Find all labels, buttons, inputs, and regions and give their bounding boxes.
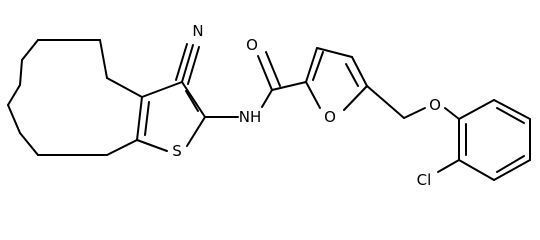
nitrile-group: [175, 43, 200, 85]
furan-o-label: O: [324, 108, 336, 126]
carbonyl-o-label: O: [246, 36, 258, 54]
chemical-structure: N NH O S O O Cl: [7, 22, 531, 189]
cyclododecane-ring: [7, 39, 143, 156]
amide-nh-label: NH: [239, 108, 262, 126]
furan-ring: [305, 47, 368, 111]
thiophene-s-label: S: [172, 142, 182, 160]
amide-linkage: [204, 51, 307, 118]
thiophene-ring: [136, 81, 206, 152]
chlorophenyl-ring: [437, 99, 531, 181]
ether-bridge: [366, 85, 460, 120]
nitrile-n-label: N: [192, 22, 203, 40]
ether-o-label: O: [429, 96, 441, 114]
chloro-label: Cl: [417, 171, 432, 189]
